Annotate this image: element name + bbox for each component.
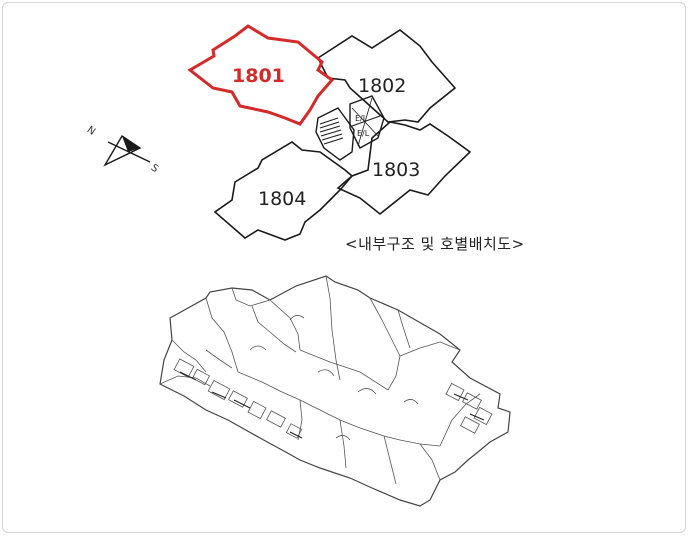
elevator-label-2: E/L: [357, 129, 370, 138]
unit-1804: 1804: [213, 141, 354, 241]
unit-1803: 1803: [336, 121, 472, 216]
core-stairs-elevator: E/L E/L: [315, 95, 385, 161]
compass-south-label: S: [149, 162, 161, 175]
compass-north-label: N: [85, 124, 97, 137]
unit-1802-label: 1802: [358, 75, 406, 97]
unit-1801-label: 1801: [232, 65, 285, 87]
unit-1803-label: 1803: [372, 159, 420, 181]
unit-1801[interactable]: 1801: [187, 24, 335, 126]
unit-1804-label: 1804: [258, 188, 306, 210]
elevator-label-1: E/L: [355, 114, 368, 123]
floorplan-drawing: [159, 275, 511, 507]
caption: <내부구조 및 호별배치도>: [345, 235, 525, 253]
compass-icon: N S: [85, 124, 161, 175]
unit-1802: 1802: [316, 29, 457, 123]
